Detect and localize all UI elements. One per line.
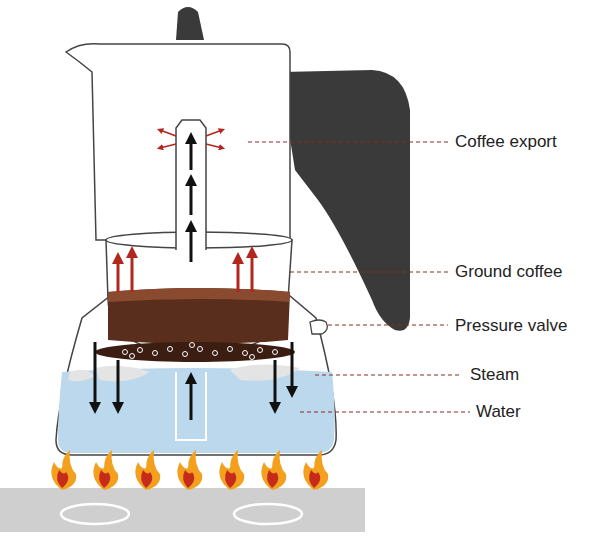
coffee-top — [108, 288, 290, 302]
part-label: Coffee export — [455, 132, 557, 152]
leader-lines — [248, 142, 470, 412]
ground-coffee — [108, 288, 290, 344]
part-label: Water — [476, 402, 521, 422]
flames — [51, 450, 328, 490]
steam — [68, 364, 300, 381]
flow-arrows — [95, 138, 292, 420]
pressure-valve — [310, 320, 327, 334]
filter-holes — [123, 343, 278, 360]
part-label: Ground coffee — [455, 262, 562, 282]
lid-knob — [176, 7, 204, 40]
part-label: Steam — [470, 365, 519, 385]
stove-top — [0, 488, 365, 532]
burner-ring — [61, 504, 129, 524]
lower-tube — [176, 372, 206, 440]
part-label: Pressure valve — [455, 316, 567, 336]
handle — [282, 70, 410, 331]
coffee-arrows — [118, 252, 252, 292]
filter-plate — [95, 342, 295, 362]
filter-funnel — [106, 240, 292, 354]
export-arrows — [160, 130, 222, 148]
burner-ring — [234, 504, 302, 524]
